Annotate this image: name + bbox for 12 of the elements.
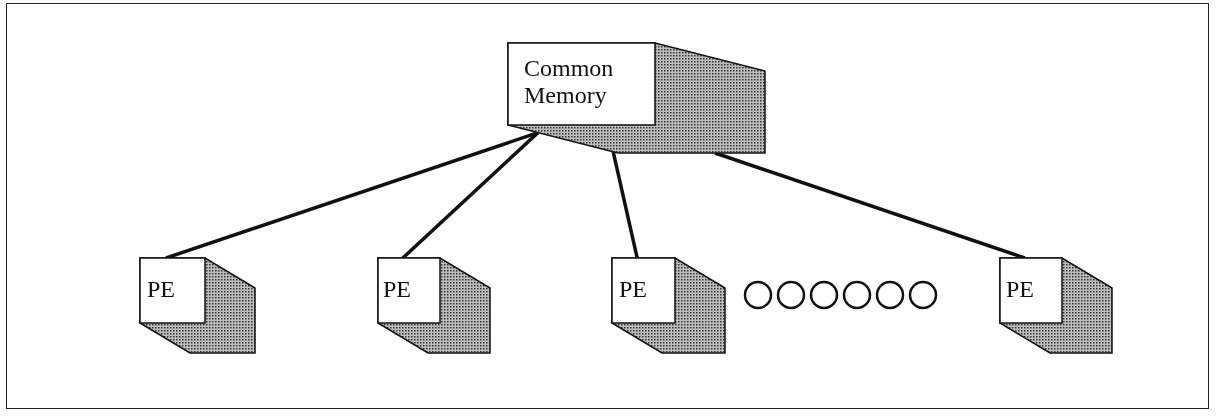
block-label: PE xyxy=(1006,276,1035,303)
processor-block xyxy=(378,258,490,353)
block-label: PE xyxy=(383,276,412,303)
connector-line xyxy=(611,151,639,259)
block-label: Common Memory xyxy=(524,55,615,109)
processor-block xyxy=(612,258,725,353)
processor-block xyxy=(1000,258,1112,353)
block-label: PE xyxy=(619,276,648,303)
memory-block xyxy=(508,43,765,153)
block-label: PE xyxy=(147,276,176,303)
connector-line xyxy=(401,131,540,260)
processor-block xyxy=(140,258,255,353)
